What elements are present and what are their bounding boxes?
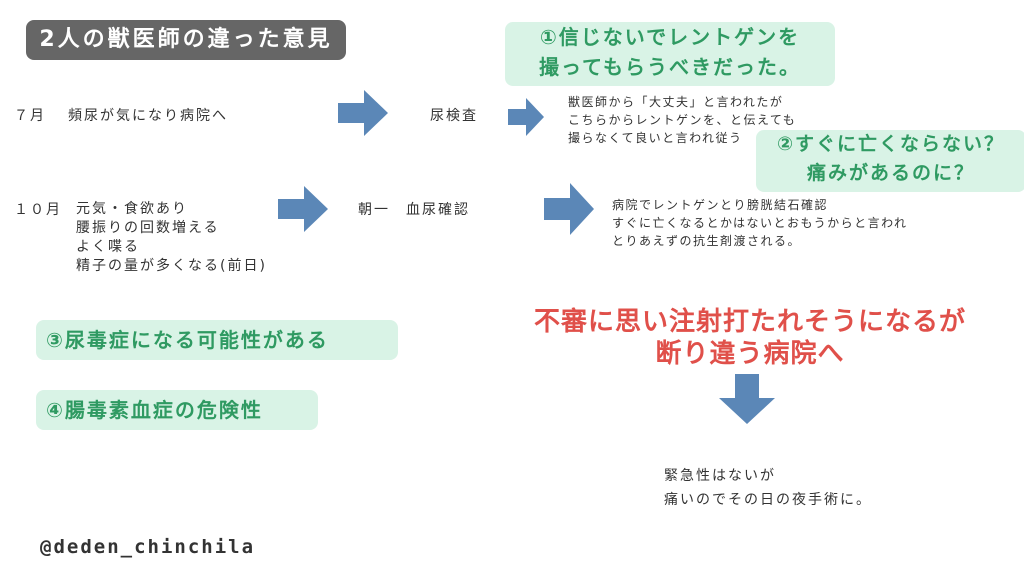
symptom-line: よく喋る bbox=[76, 239, 140, 255]
result-line: 撮らなくて良いと言われ従う bbox=[568, 131, 743, 145]
decision-line: 不審に思い注射打たれそうになるが bbox=[533, 307, 966, 337]
symptom-line: 元気・食欲あり bbox=[76, 201, 188, 217]
outcome-line: 痛いのでその日の夜手術に。 bbox=[664, 492, 872, 508]
outcome-line: 緊急性はないが bbox=[664, 468, 776, 484]
result-line: 病院でレントゲンとり膀胱結石確認 bbox=[612, 198, 829, 212]
callout-line: ②すぐに亡くならない？ bbox=[776, 133, 1006, 155]
callout-uremia: ③尿毒症になる可能性がある bbox=[36, 320, 398, 360]
row2-month: １０月 bbox=[14, 202, 62, 218]
callout-enterotoxemia: ④腸毒素血症の危険性 bbox=[36, 390, 318, 430]
result-line: こちらからレントゲンを、と伝えても bbox=[568, 113, 797, 127]
symptom-line: 腰振りの回数増える bbox=[76, 220, 220, 236]
arrow-down-icon bbox=[719, 374, 775, 424]
row1-month: ７月 bbox=[14, 108, 46, 124]
arrow-right-icon bbox=[544, 183, 594, 235]
row2-exam: 朝一 血尿確認 bbox=[358, 202, 470, 218]
row2-result: 病院でレントゲンとり膀胱結石確認 すぐに亡くなるとかはないとおもうからと言われ … bbox=[612, 196, 908, 250]
callout-xray-regret: ①信じないでレントゲンを 撮ってもらうべきだった。 bbox=[505, 22, 835, 86]
arrow-right-icon bbox=[338, 90, 388, 136]
arrow-right-icon bbox=[278, 186, 328, 232]
result-line: すぐに亡くなるとかはないとおもうからと言われ bbox=[612, 216, 908, 230]
row1-result: 獣医師から「大丈夫」と言われたが こちらからレントゲンを、と伝えても 撮らなくて… bbox=[568, 93, 796, 147]
decision-text: 不審に思い注射打たれそうになるが 断り違う病院へ bbox=[500, 306, 1000, 370]
callout-not-dying: ②すぐに亡くならない？ 痛みがあるのに？ bbox=[756, 130, 1024, 192]
outcome-text: 緊急性はないが 痛いのでその日の夜手術に。 bbox=[664, 464, 872, 512]
callout-line: 痛みがあるのに？ bbox=[806, 162, 975, 184]
arrow-right-icon bbox=[508, 98, 544, 136]
symptom-line: 精子の量が多くなる(前日) bbox=[76, 258, 267, 274]
row2-symptoms: 元気・食欲あり 腰振りの回数増える よく喋る 精子の量が多くなる(前日) bbox=[76, 200, 267, 276]
callout-line: 撮ってもらうべきだった。 bbox=[539, 55, 801, 79]
callout-line: ①信じないでレントゲンを bbox=[539, 25, 801, 49]
row1-symptom: 頻尿が気になり病院へ bbox=[68, 108, 228, 124]
author-handle: @deden_chinchila bbox=[40, 536, 256, 558]
result-line: とりあえずの抗生剤渡される。 bbox=[612, 234, 802, 248]
page-title: 2人の獣医師の違った意見 bbox=[26, 20, 346, 60]
decision-line: 断り違う病院へ bbox=[655, 339, 845, 369]
row1-exam: 尿検査 bbox=[430, 108, 478, 124]
result-line: 獣医師から「大丈夫」と言われたが bbox=[568, 95, 784, 109]
